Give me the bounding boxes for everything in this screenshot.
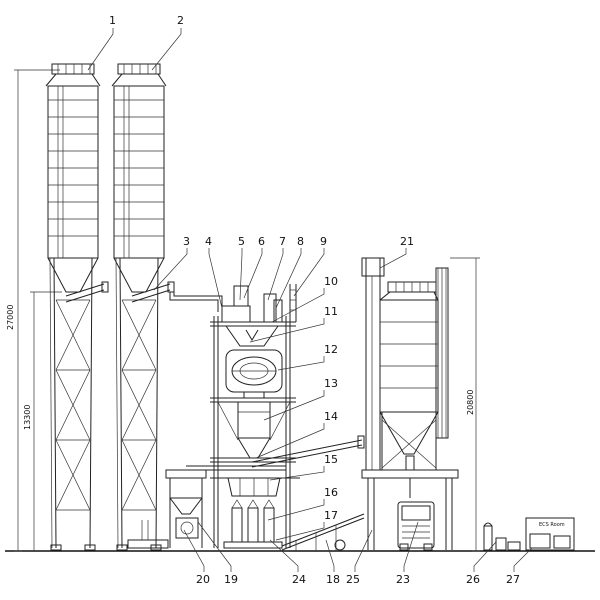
callout-25: 25 xyxy=(346,573,360,586)
callout-26: 26 xyxy=(466,573,480,586)
cement-silo-1 xyxy=(45,63,109,551)
callout-6: 6 xyxy=(258,235,265,248)
ecs-room-label: ECS Room xyxy=(539,522,565,528)
callout-13: 13 xyxy=(324,377,338,390)
callout-2: 2 xyxy=(177,14,184,27)
callout-17: 17 xyxy=(324,509,338,522)
inclined-screw-conveyor xyxy=(251,435,365,468)
callout-18: 18 xyxy=(326,573,340,586)
callout-5: 5 xyxy=(238,235,245,248)
dim-20800-text: 20800 xyxy=(466,390,475,415)
callout-24: 24 xyxy=(292,573,306,586)
air-compressor xyxy=(483,522,521,551)
mixing-tower xyxy=(210,284,300,549)
callout-23: 23 xyxy=(396,573,410,586)
sand-hopper-unit xyxy=(127,465,286,549)
leader-lines xyxy=(87,28,533,572)
callout-7: 7 xyxy=(279,235,286,248)
belt-conveyor xyxy=(281,513,365,551)
dim-27000-text: 27000 xyxy=(6,305,15,330)
callout-15: 15 xyxy=(324,453,338,466)
bulk-truck xyxy=(397,501,435,551)
dim-13300-text: 13300 xyxy=(23,405,32,430)
callout-19: 19 xyxy=(224,573,238,586)
callout-14: 14 xyxy=(324,410,338,423)
callout-3: 3 xyxy=(183,235,190,248)
feed-pipe xyxy=(169,292,223,312)
ecs-room: ECS Room xyxy=(525,517,575,551)
callout-16: 16 xyxy=(324,486,338,499)
callout-4: 4 xyxy=(205,235,212,248)
callout-11: 11 xyxy=(324,305,338,318)
callouts: 1 2 3 4 5 6 7 8 9 10 11 12 13 14 15 16 1… xyxy=(109,14,520,586)
callout-9: 9 xyxy=(320,235,327,248)
callout-21: 21 xyxy=(400,235,414,248)
product-silo xyxy=(361,257,459,550)
callout-10: 10 xyxy=(324,275,338,288)
dimension-20800: 20800 xyxy=(450,257,480,552)
dimension-13300: 13300 xyxy=(23,291,62,551)
callout-1: 1 xyxy=(109,14,116,27)
callout-27: 27 xyxy=(506,573,520,586)
dimension-27000: 27000 xyxy=(6,69,60,552)
callout-12: 12 xyxy=(324,343,338,356)
callout-20: 20 xyxy=(196,573,210,586)
callout-8: 8 xyxy=(297,235,304,248)
cement-silo-2 xyxy=(111,63,175,551)
